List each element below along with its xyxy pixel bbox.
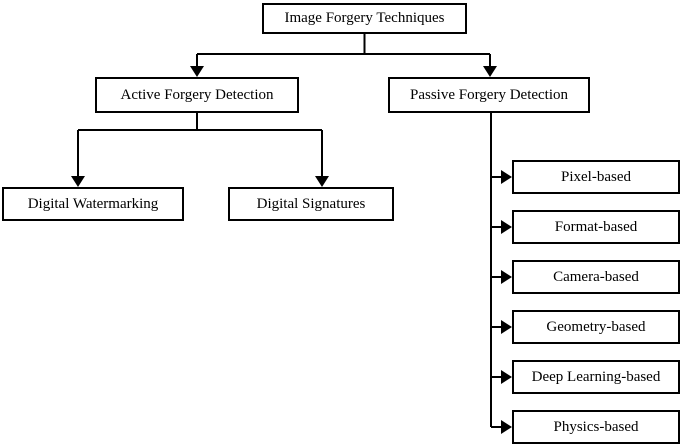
node-physics-based: Physics-based [512,410,680,444]
active-split-connector [71,113,329,187]
arrow-down-icon [190,66,204,77]
node-geometry-based: Geometry-based [512,310,680,344]
arrow-right-icon [501,370,512,384]
node-camera-based: Camera-based [512,260,680,294]
node-format-based: Format-based [512,210,680,244]
node-label: Digital Signatures [256,195,366,212]
node-digital-watermarking: Digital Watermarking [2,187,184,221]
node-pixel-based: Pixel-based [512,160,680,194]
node-deep-learning-based: Deep Learning-based [512,360,680,394]
node-label: Physics-based [553,418,639,435]
node-label: Geometry-based [546,318,646,335]
arrow-down-icon [483,66,497,77]
node-label: Deep Learning-based [531,368,661,385]
arrow-down-icon [71,176,85,187]
node-label: Format-based [554,218,638,235]
node-passive-forgery-detection: Passive Forgery Detection [388,77,590,113]
node-label: Digital Watermarking [27,195,159,212]
node-label: Active Forgery Detection [120,86,274,103]
arrow-down-icon [315,176,329,187]
arrow-right-icon [501,420,512,434]
root-split-connector [190,34,497,77]
node-image-forgery-techniques: Image Forgery Techniques [262,3,467,34]
node-digital-signatures: Digital Signatures [228,187,394,221]
arrow-right-icon [501,320,512,334]
node-label: Passive Forgery Detection [409,86,569,103]
node-active-forgery-detection: Active Forgery Detection [95,77,299,113]
arrow-right-icon [501,270,512,284]
node-label: Pixel-based [561,168,631,185]
node-label: Camera-based [553,268,639,285]
node-label: Image Forgery Techniques [284,10,445,27]
arrow-right-icon [501,170,512,184]
arrow-right-icon [501,220,512,234]
passive-trunk-connector [490,113,512,434]
